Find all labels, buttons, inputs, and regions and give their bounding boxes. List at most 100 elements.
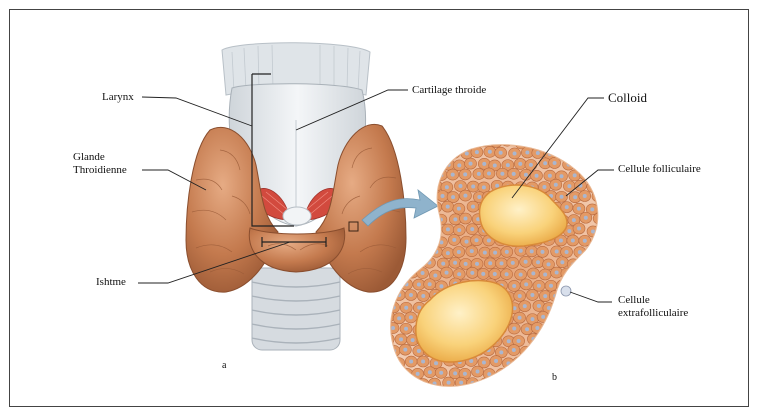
follicular-cell xyxy=(417,379,429,390)
follicular-cell xyxy=(551,311,563,322)
cell-nucleus xyxy=(457,272,461,276)
cell-nucleus xyxy=(433,162,437,166)
cell-nucleus xyxy=(477,195,481,199)
cell-nucleus xyxy=(530,317,534,321)
cell-nucleus xyxy=(590,207,594,211)
cell-nucleus xyxy=(493,251,497,255)
cell-nucleus xyxy=(475,238,479,242)
cell-nucleus xyxy=(554,183,558,187)
extrafollicular-leader xyxy=(570,292,612,302)
cell-nucleus xyxy=(577,207,581,211)
cell-nucleus xyxy=(560,328,564,332)
cell-nucleus xyxy=(597,350,601,354)
cell-nucleus xyxy=(602,251,606,255)
cell-nucleus xyxy=(463,372,467,376)
follicular-cell xyxy=(435,169,447,180)
cell-nucleus xyxy=(421,294,425,298)
follicular-cell xyxy=(575,356,587,367)
follicular-cell xyxy=(568,369,580,380)
cell-nucleus xyxy=(409,315,413,319)
follicular-cell xyxy=(591,171,603,182)
follicular-cell xyxy=(574,311,586,322)
cell-nucleus xyxy=(583,239,587,243)
follicular-cell xyxy=(605,149,617,160)
cell-nucleus xyxy=(427,217,431,221)
cell-nucleus xyxy=(608,239,612,243)
cell-nucleus xyxy=(411,338,415,342)
cell-nucleus xyxy=(428,370,432,374)
cell-nucleus xyxy=(488,150,492,154)
cell-nucleus xyxy=(567,359,571,363)
label-glande-line2: Throidienne xyxy=(73,164,127,177)
cell-nucleus xyxy=(567,139,571,143)
cell-nucleus xyxy=(603,273,607,277)
cell-nucleus xyxy=(589,251,593,255)
cell-nucleus xyxy=(451,173,455,177)
cell-nucleus xyxy=(549,284,553,288)
cell-nucleus xyxy=(452,151,456,155)
cell-nucleus xyxy=(596,261,600,265)
cell-nucleus xyxy=(585,326,589,330)
follicular-cell xyxy=(563,355,575,366)
cell-nucleus xyxy=(483,251,487,255)
cell-nucleus xyxy=(572,372,576,376)
follicular-cell xyxy=(556,324,568,335)
follicular-cell xyxy=(424,168,436,179)
cell-nucleus xyxy=(571,150,575,154)
cell-nucleus xyxy=(609,371,613,375)
follicular-cell xyxy=(533,368,545,379)
follicular-cell xyxy=(563,311,575,322)
cell-nucleus xyxy=(421,162,425,166)
follicular-cell xyxy=(466,136,478,147)
follicular-cell xyxy=(407,225,419,236)
cell-nucleus xyxy=(555,271,559,275)
follicular-cell xyxy=(591,148,603,159)
cell-nucleus xyxy=(602,184,606,188)
follicular-cell xyxy=(400,170,412,181)
cell-nucleus xyxy=(506,163,510,167)
follicular-cell xyxy=(551,333,563,344)
cell-nucleus xyxy=(541,250,545,254)
follicular-cell xyxy=(597,202,609,213)
follicular-cell xyxy=(597,379,609,390)
follicular-cell xyxy=(525,136,537,147)
follicular-cell xyxy=(387,369,399,380)
cell-nucleus xyxy=(463,172,467,176)
cell-nucleus xyxy=(505,139,509,143)
cell-nucleus xyxy=(577,227,581,231)
cell-nucleus xyxy=(457,250,461,254)
cell-nucleus xyxy=(584,370,588,374)
follicular-cell xyxy=(599,225,611,236)
cell-nucleus xyxy=(457,163,461,167)
cell-nucleus xyxy=(494,140,498,144)
follicular-cell xyxy=(603,213,615,224)
cell-nucleus xyxy=(439,371,443,375)
follicular-cell xyxy=(383,311,395,322)
cell-nucleus xyxy=(584,216,588,220)
follicular-cell xyxy=(441,137,453,148)
cell-nucleus xyxy=(458,139,462,143)
cell-nucleus xyxy=(555,337,559,341)
cell-nucleus xyxy=(399,162,403,166)
follicular-cell xyxy=(430,136,442,147)
cell-nucleus xyxy=(535,326,539,330)
cell-nucleus xyxy=(589,381,593,385)
follicular-cell xyxy=(561,380,573,391)
cell-nucleus xyxy=(548,350,552,354)
cell-nucleus xyxy=(471,205,475,209)
follicular-cell xyxy=(603,302,615,313)
follicular-cell xyxy=(591,368,603,379)
cell-nucleus xyxy=(555,249,559,253)
follicular-cell xyxy=(490,136,502,147)
cell-nucleus xyxy=(469,162,473,166)
follicular-cell xyxy=(585,377,597,388)
follicular-cell xyxy=(586,313,598,324)
cell-nucleus xyxy=(404,306,408,310)
cell-nucleus xyxy=(524,260,528,264)
follicular-cell xyxy=(586,269,598,280)
cell-nucleus xyxy=(583,194,587,198)
follicular-cell xyxy=(417,158,429,169)
follicular-cell xyxy=(573,379,585,390)
label-glande-line1: Glande xyxy=(73,151,105,164)
cell-nucleus xyxy=(517,339,521,343)
